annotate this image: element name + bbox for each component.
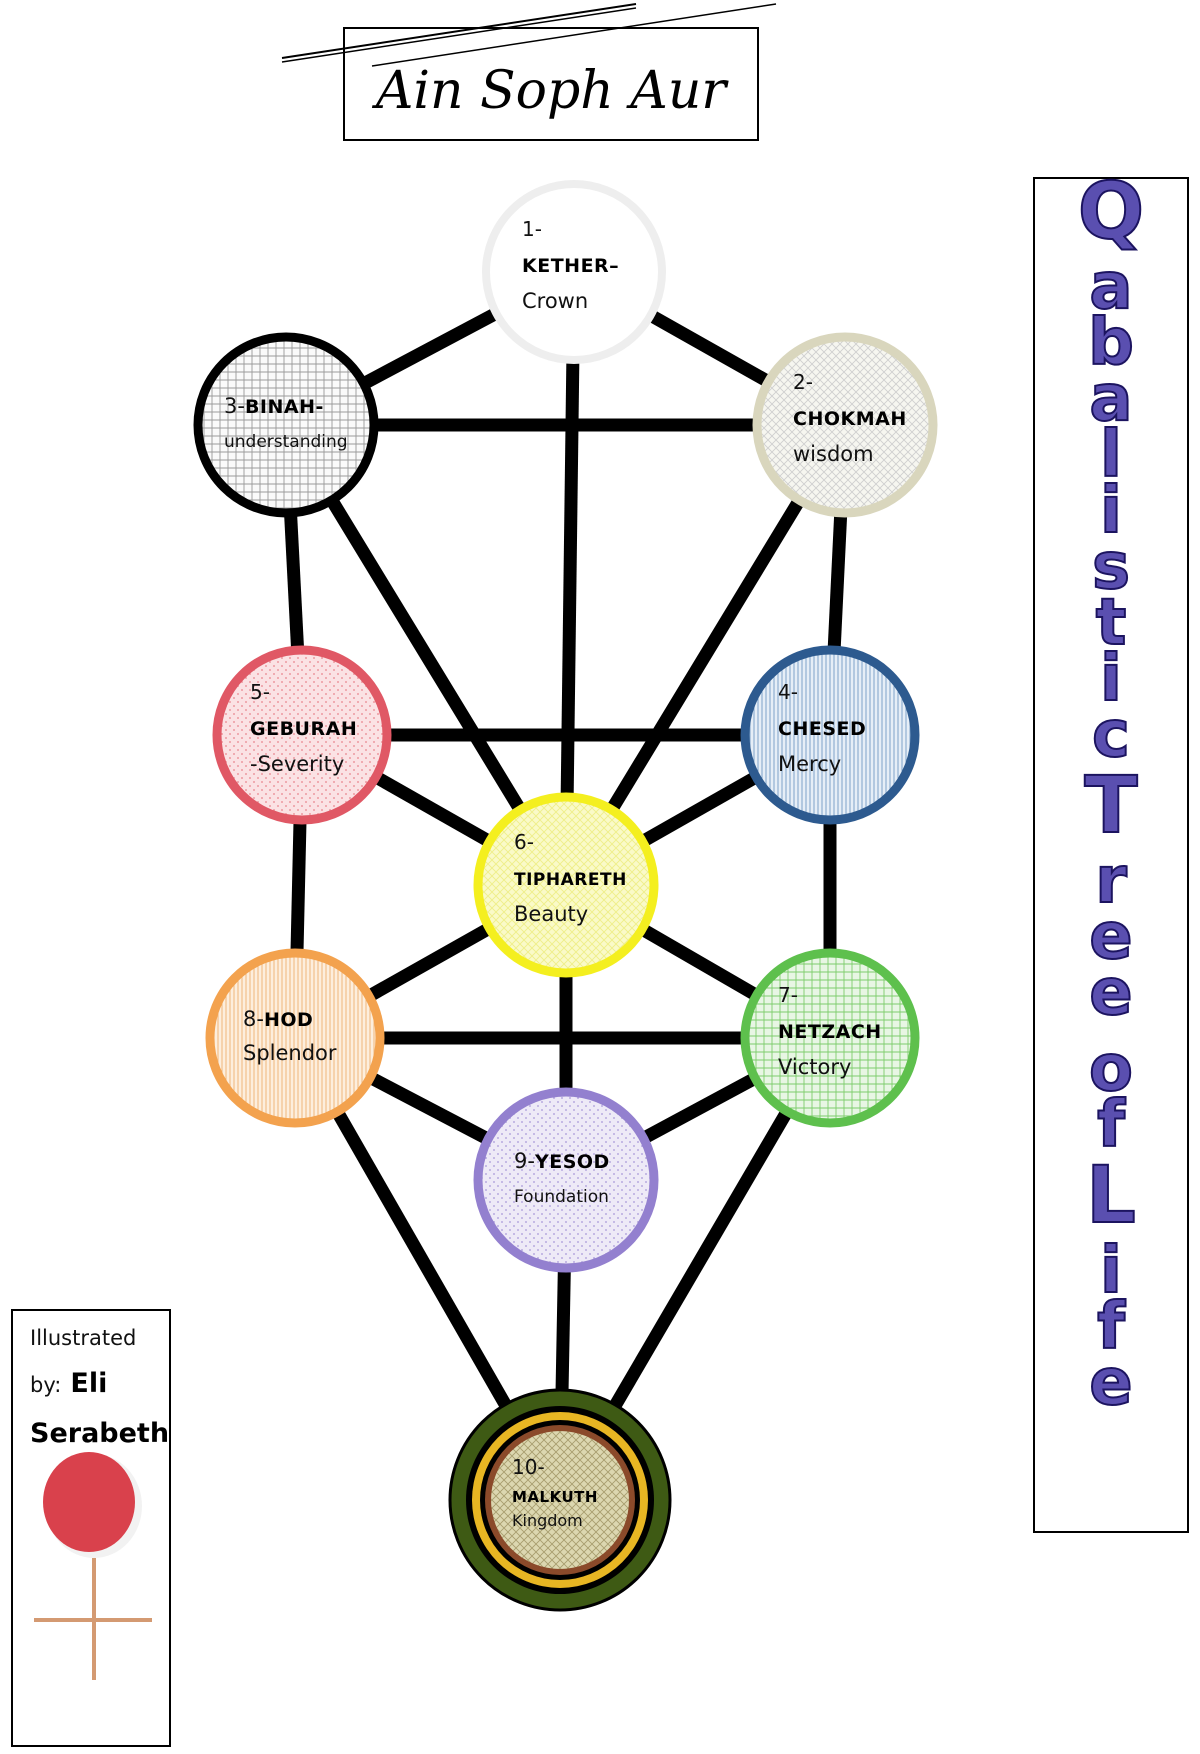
side-title-letter: a [1089,362,1132,436]
sephirah-name: KETHER– [522,255,619,277]
side-title-letter: Q [1078,167,1144,257]
sephirah-meaning: Victory [778,1055,851,1079]
side-title-letter: a [1089,250,1132,324]
sephirah-number: 6- [514,830,534,854]
sephirah-circle [473,1087,659,1273]
sephirah-hod: 8-HOD Splendor [205,948,385,1128]
side-title-letter: e [1089,956,1132,1030]
sephirah-kether: 1- KETHER– Crown [482,180,666,364]
sephirah-malkuth: 10- MALKUTH Kingdom [448,1388,672,1612]
sephirah-circle [205,948,385,1128]
sephirah-geburah: 5- GEBURAH -Severity [212,645,392,825]
sephirah-number: 2- [793,370,813,394]
sephirah-meaning: Kingdom [512,1511,583,1530]
sephirah-meaning: Beauty [514,902,588,926]
side-title-letter: T [1084,761,1137,851]
side-title-letter: L [1086,1151,1136,1241]
credit-illustrated: Illustrated [30,1326,136,1350]
sephirah-number: 5- [250,680,270,704]
sephirah-meaning: Mercy [778,752,841,776]
venus-symbol-icon [34,1452,152,1680]
sephirah-chesed: 4- CHESED Mercy [740,645,920,825]
sephirah-chokmah: 2- CHOKMAH wisdom [752,332,938,518]
sephirah-number: 4- [778,680,798,704]
sephirah-name: GEBURAH [250,718,357,740]
sephirah-name: CHESED [778,718,866,740]
side-title-letter: e [1089,900,1132,974]
side-title-letter: r [1095,844,1127,918]
sephirah-meaning: Foundation [514,1187,609,1207]
sephirah-number: 7- [778,983,798,1007]
sephirah-meaning: understanding [224,432,348,452]
sephirah-yesod: 9-YESOD Foundation [473,1087,659,1273]
sephirah-meaning: wisdom [793,442,874,466]
side-title-letter: e [1089,1346,1132,1420]
sephirah-binah: 3-BINAH-understanding [193,332,379,518]
side-title-letter: o [1089,1032,1133,1106]
sephirah-name: TIPHARETH [514,870,627,890]
side-title-letter: s [1092,530,1130,604]
sephirah-meaning: -Severity [250,752,344,776]
sephirah-name: MALKUTH [512,1488,598,1506]
side-title-letter: c [1092,698,1130,772]
sephirah-tiphareth: 6- TIPHARETH Beauty [473,792,659,978]
sephirah-name: CHOKMAH [793,408,907,430]
side-title-letter: f [1097,1290,1126,1364]
side-title-letter: i [1100,642,1122,716]
sephirah-circle [473,792,659,978]
side-title-letter: i [1100,1234,1122,1308]
sephirah-name: NETZACH [778,1021,882,1043]
sephirah-circle [212,645,392,825]
sephirah-title: 3-BINAH- [224,394,324,418]
credits-box: Illustrated by: Eli Serabeth [11,1309,171,1747]
sephirah-number: 10- [512,1455,545,1479]
side-title-letter: i [1100,474,1122,548]
sephirah-circle [740,645,920,825]
side-title-letter: f [1097,1088,1126,1162]
sephirah-circle [193,332,379,518]
side-title-letter: t [1096,586,1127,660]
sephirah-circle [740,948,920,1128]
sephirah-netzach: 7- NETZACH Victory [740,948,920,1128]
side-title-letter: l [1100,418,1122,492]
sephirah-meaning: Splendor [243,1041,337,1065]
path-kether-tiphareth [559,271,581,886]
side-title-letter: b [1088,306,1134,380]
sephirah-number: 1- [522,217,542,241]
sephirah-circle [482,180,666,364]
sephirah-circle [752,332,938,518]
header-title: Ain Soph Aur [372,61,729,121]
header-box: Ain Soph Aur [281,3,777,141]
sephiroth-nodes: 1- KETHER– Crown 2- CHOKMAH wisdom 3-BINAH-und… [193,180,938,1612]
credit-last-name: Serabeth [30,1418,169,1449]
credit-by-line: by: Eli [30,1368,107,1399]
sephirah-title: 9-YESOD [514,1149,610,1173]
sephirah-title: 8-HOD [243,1007,313,1031]
sephirah-meaning: Crown [522,289,588,313]
